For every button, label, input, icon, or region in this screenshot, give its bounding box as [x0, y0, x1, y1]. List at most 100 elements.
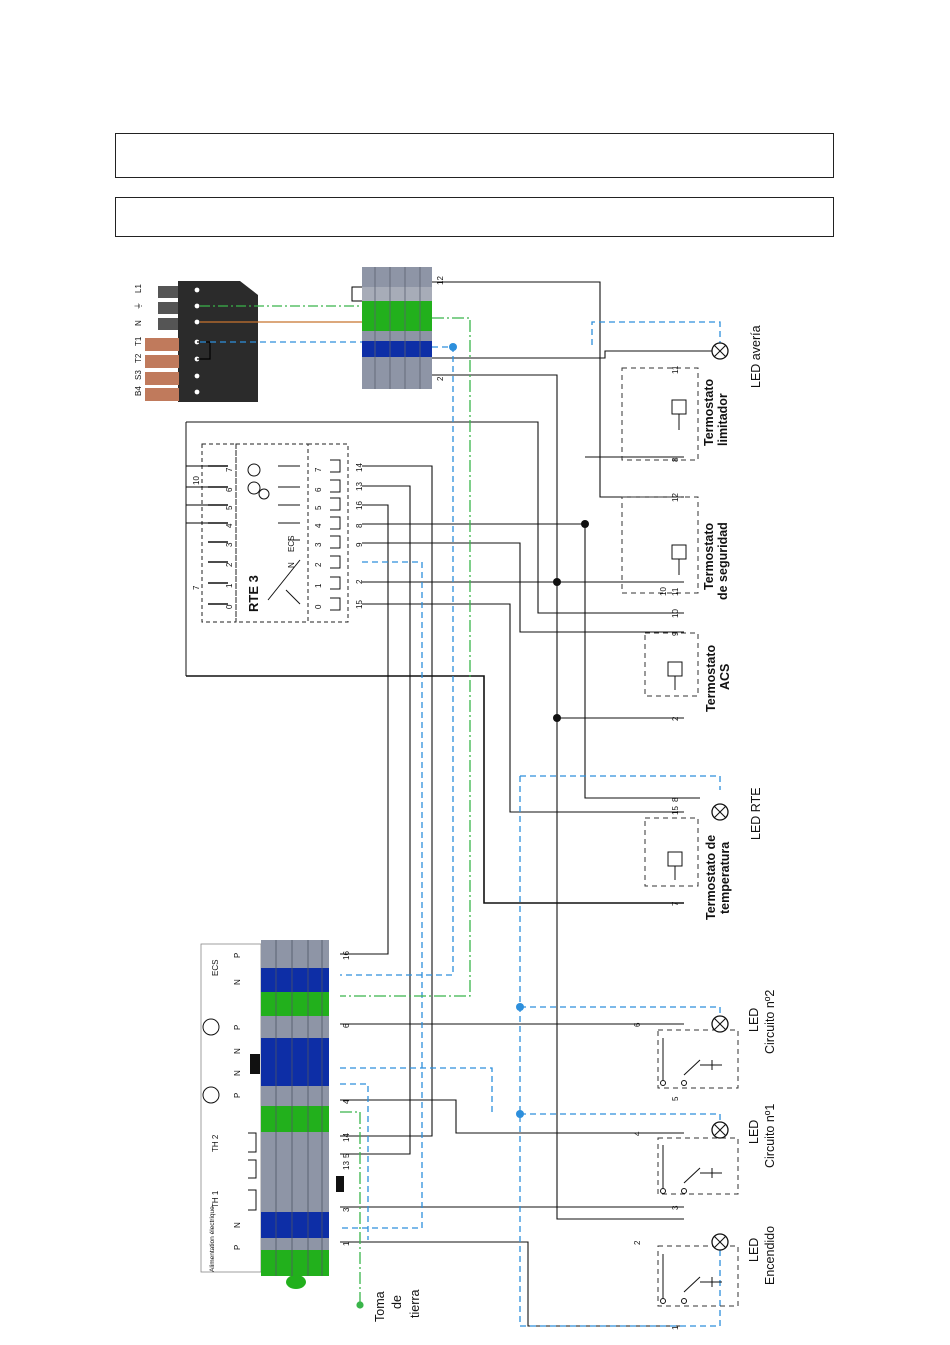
- rte-mid-4: 4: [314, 523, 323, 528]
- rte-out-2: 2: [355, 579, 364, 584]
- bottom-term-6: 6: [342, 1023, 351, 1028]
- rte-switch-ecs: ECS: [287, 536, 296, 552]
- top-term-12: 12: [436, 276, 445, 285]
- rte-out-15: 15: [355, 600, 364, 609]
- section-ecs: ECS: [211, 960, 220, 976]
- mod-p-2: P: [233, 1025, 242, 1030]
- temperatura-label-2: temperatura: [718, 841, 732, 914]
- pin-t1: T1: [134, 336, 143, 346]
- relay1-pin-1: 1: [671, 1325, 680, 1330]
- header-box-1: [115, 133, 834, 178]
- bottom-terminal-block: 16 6 4 14 5 13 3 1 ECS TH 2 TH 1 Aliment…: [200, 940, 351, 1289]
- rte-out-13: 13: [355, 482, 364, 491]
- rte-mid-3: 3: [314, 542, 323, 547]
- led-circuito1-label-1: LED: [747, 1120, 761, 1144]
- power-connector: L1 ⏚ N T1 T2 S3 B4: [134, 281, 258, 402]
- acs-label-2: ACS: [718, 664, 732, 690]
- rte-top-1: 1: [225, 583, 234, 588]
- pin-s3: S3: [134, 370, 143, 380]
- bottom-term-14: 14: [342, 1133, 351, 1142]
- led-circuito2-label-1: LED: [747, 1008, 761, 1032]
- limitador-label-2: limitador: [716, 393, 730, 446]
- earth-point: [356, 1301, 364, 1309]
- mod-p-4: P: [233, 1245, 242, 1250]
- relay3-pin-6: 6: [633, 1022, 642, 1027]
- limitador-pin-11: 11: [671, 365, 680, 374]
- rte-out-8: 8: [355, 523, 364, 528]
- mod-n-3: N: [233, 1070, 242, 1076]
- mod-p-3: P: [233, 1093, 242, 1098]
- limitador-pin-8: 8: [671, 457, 680, 462]
- section-alimentation: Alimentation électrique: [209, 1206, 216, 1272]
- pin-n: N: [134, 320, 143, 326]
- acs-pin-10: 10: [671, 609, 680, 618]
- acs-pin-9: 9: [671, 631, 680, 636]
- rte-mid-2: 2: [314, 562, 323, 567]
- rte-mid-0: 0: [314, 604, 323, 609]
- pin-l1: L1: [134, 284, 143, 293]
- rte-top-0: 0: [225, 604, 234, 609]
- rte-switch-n: N: [287, 562, 296, 568]
- seguridad-pin-11: 11: [671, 587, 680, 596]
- top-term-2: 2: [436, 376, 445, 381]
- rte-top-5: 5: [225, 505, 234, 510]
- limitador-label-1: Termostato: [702, 378, 716, 446]
- rte-mid-5: 5: [314, 505, 323, 510]
- ground-label-3: tierra: [408, 1289, 422, 1318]
- led-circuito1-label-2: Circuito nº1: [763, 1104, 777, 1168]
- rte-mid-7: 7: [314, 467, 323, 472]
- section-th2: TH 2: [211, 1134, 220, 1152]
- mod-n-2: N: [233, 1048, 242, 1054]
- ground-label-2: de: [390, 1295, 404, 1309]
- rte-out-9: 9: [355, 542, 364, 547]
- pin-b4: B4: [134, 386, 143, 396]
- temperatura-label-1: Termostato de: [704, 835, 718, 920]
- acs-pin-2: 2: [671, 716, 680, 721]
- rte-mid-6: 6: [314, 487, 323, 492]
- rte-top-7: 7: [225, 467, 234, 472]
- seguridad-pin-12: 12: [671, 493, 680, 502]
- bottom-term-16: 16: [342, 951, 351, 960]
- relay3-pin-5: 5: [671, 1096, 680, 1101]
- pin-t2: T2: [134, 353, 143, 363]
- rte-mid-1: 1: [314, 583, 323, 588]
- relay2-pin-3: 3: [671, 1205, 680, 1210]
- bottom-term-13: 13: [342, 1161, 351, 1170]
- acs-label-1: Termostato: [704, 644, 718, 712]
- rte-out-14: 14: [355, 463, 364, 472]
- pin-earth: ⏚: [134, 302, 143, 310]
- neutral-wires: [340, 321, 721, 1327]
- bottom-term-3: 3: [342, 1207, 351, 1212]
- temp-pin-7: 7: [671, 901, 680, 906]
- seguridad-pin-10: 10: [659, 587, 668, 596]
- earth-wires: [340, 317, 471, 1305]
- live-wires: [185, 281, 720, 1327]
- rte-aux-7: 7: [192, 585, 201, 590]
- relay2-pin-4: 4: [633, 1131, 642, 1136]
- mod-n-4: N: [233, 1222, 242, 1228]
- led-encendido-label-2: Encendido: [763, 1226, 777, 1285]
- ground-label-1: Toma: [373, 1291, 387, 1322]
- mod-n-1: N: [233, 979, 242, 985]
- rte-top-2: 2: [225, 562, 234, 567]
- led-circuito2-label-2: Circuito nº2: [763, 990, 777, 1054]
- temp-pin-8: 8: [671, 797, 680, 802]
- bottom-term-1: 1: [342, 1241, 351, 1246]
- relay1-pin-2: 2: [633, 1240, 642, 1245]
- bottom-term-4: 4: [342, 1099, 351, 1104]
- seguridad-label-1: Termostato: [702, 522, 716, 590]
- header-box-2: [115, 197, 834, 237]
- rte-aux-10: 10: [192, 476, 201, 485]
- rte3-module: 7 6 5 4 3 2 1 0 10 7 RTE 3 N ECS 7 6 5 4…: [185, 443, 364, 623]
- led-encendido-label-1: LED: [747, 1238, 761, 1262]
- top-terminal-block: 12 2: [351, 267, 445, 389]
- led-averia-label: LED avería: [749, 325, 763, 388]
- seguridad-label-2: de seguridad: [716, 522, 730, 600]
- rte-title: RTE 3: [246, 575, 261, 612]
- rte-top-6: 6: [225, 487, 234, 492]
- rte-out-16: 16: [355, 501, 364, 510]
- mod-p-1: P: [233, 953, 242, 958]
- led-rte-label: LED RTE: [749, 787, 763, 840]
- section-th1: TH 1: [211, 1190, 220, 1208]
